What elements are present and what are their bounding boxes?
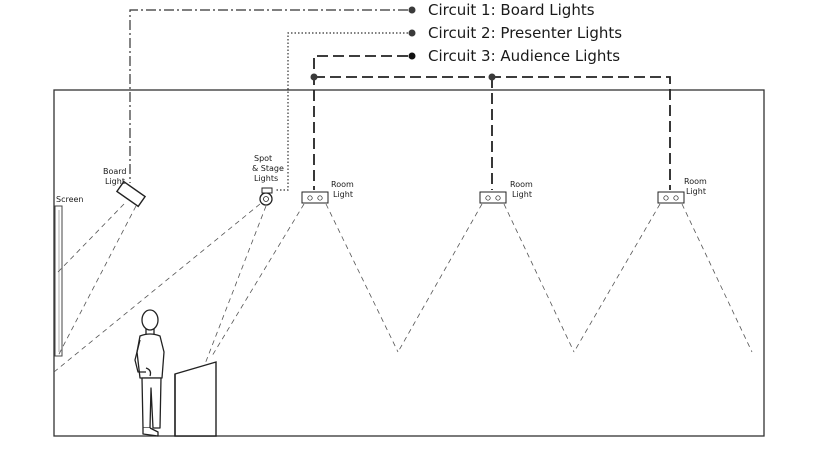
- room-light-1-label-line2: Light: [333, 190, 353, 199]
- legend-circuit1-label: Circuit 1: Board Lights: [428, 1, 595, 19]
- legend-circuit1-dot: [408, 6, 416, 14]
- spot-light-beam: [53, 203, 267, 373]
- legend-circuit3-dot: [408, 52, 416, 60]
- room-light-fixture-1: [301, 191, 329, 204]
- spot-label-line1: Spot: [254, 154, 272, 163]
- legend: Circuit 1: Board Lights Circuit 2: Prese…: [408, 1, 622, 65]
- screen-label: Screen: [56, 195, 84, 204]
- spot-light-fixture: [259, 187, 273, 206]
- presenter-figure: [134, 309, 165, 437]
- room-light-2-label-line2: Light: [512, 190, 532, 199]
- board-light-fixture: [115, 180, 147, 208]
- spot-label-line3: Lights: [254, 174, 278, 183]
- room-light-3-label-line1: Room: [684, 177, 707, 186]
- room-outline: [53, 89, 765, 437]
- board-light-beam: [57, 203, 137, 357]
- board-light-label-line2: Light: [105, 177, 125, 186]
- circuit3-junction-dot: [310, 73, 318, 81]
- room-light-2-label-line1: Room: [510, 180, 533, 189]
- board-light-label-line1: Board: [103, 167, 127, 176]
- legend-circuit2-dot: [408, 29, 416, 37]
- room-light-3-label-line2: Light: [686, 187, 706, 196]
- legend-circuit3-label: Circuit 3: Audience Lights: [428, 47, 620, 65]
- circuit3-wire: [313, 55, 671, 190]
- circuit3-junction-dot: [488, 73, 496, 81]
- spot-label-line2: & Stage: [252, 164, 284, 173]
- room-light-beams: [211, 203, 753, 357]
- circuit1-wire: [129, 9, 408, 183]
- legend-circuit2-label: Circuit 2: Presenter Lights: [428, 24, 622, 42]
- room-light-1-label-line1: Room: [331, 180, 354, 189]
- projection-screen: [54, 205, 63, 357]
- podium: [174, 361, 217, 437]
- room-light-fixture-3: [657, 191, 685, 204]
- room-light-fixture-2: [479, 191, 507, 204]
- circuit2-wire: [275, 32, 408, 191]
